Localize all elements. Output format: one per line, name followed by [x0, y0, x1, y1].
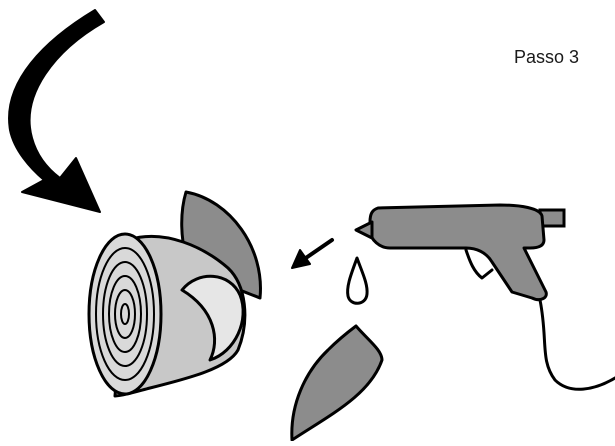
step-label: Passo 3	[514, 47, 580, 67]
glue-drop-icon	[346, 256, 369, 305]
hot-glue-gun-icon	[354, 203, 615, 391]
petal-lower	[290, 324, 384, 442]
rolled-coil	[87, 232, 247, 398]
curved-arrow-icon	[8, 9, 105, 213]
arrow-left-icon	[291, 238, 334, 269]
